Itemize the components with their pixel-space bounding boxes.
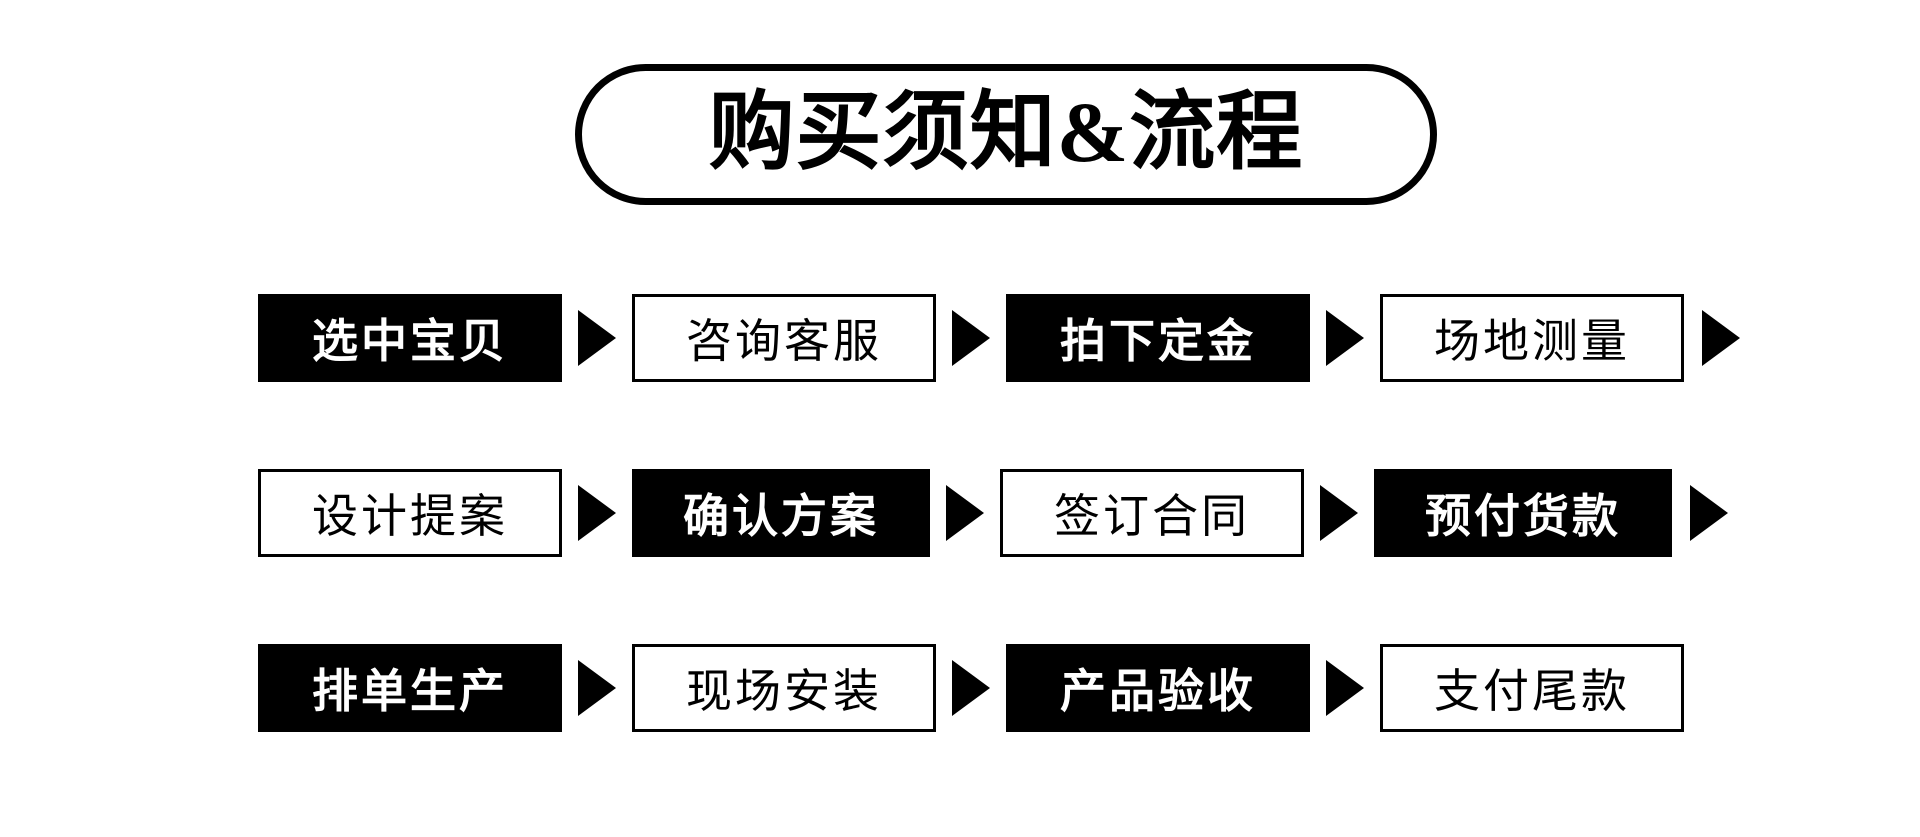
flow-step-prepay-goods[interactable]: 预付货款 — [1374, 469, 1672, 557]
triangle-right-icon — [1326, 310, 1364, 366]
triangle-right-icon-row-end — [1702, 310, 1740, 366]
triangle-right-icon — [578, 310, 616, 366]
flow-row-1: 选中宝贝 咨询客服 拍下定金 场地测量 — [258, 292, 1740, 384]
flow-row-2: 设计提案 确认方案 签订合同 预付货款 — [258, 467, 1728, 559]
flow-step-site-measurement[interactable]: 场地测量 — [1380, 294, 1684, 382]
page-title-pill: 购买须知&流程 — [575, 64, 1437, 205]
triangle-right-icon — [946, 485, 984, 541]
flow-step-contact-support[interactable]: 咨询客服 — [632, 294, 936, 382]
triangle-right-icon — [578, 660, 616, 716]
triangle-right-icon — [952, 310, 990, 366]
flow-step-onsite-installation[interactable]: 现场安装 — [632, 644, 936, 732]
triangle-right-icon — [578, 485, 616, 541]
triangle-right-icon — [952, 660, 990, 716]
flow-step-pay-deposit[interactable]: 拍下定金 — [1006, 294, 1310, 382]
page-title: 购买须知&流程 — [708, 83, 1304, 180]
flow-step-confirm-plan[interactable]: 确认方案 — [632, 469, 930, 557]
flow-step-product-acceptance[interactable]: 产品验收 — [1006, 644, 1310, 732]
triangle-right-icon — [1326, 660, 1364, 716]
flow-row-3: 排单生产 现场安装 产品验收 支付尾款 — [258, 642, 1684, 734]
flow-step-design-proposal[interactable]: 设计提案 — [258, 469, 562, 557]
flow-step-select-item[interactable]: 选中宝贝 — [258, 294, 562, 382]
triangle-right-icon-row-end — [1690, 485, 1728, 541]
flow-step-schedule-production[interactable]: 排单生产 — [258, 644, 562, 732]
flow-step-pay-balance[interactable]: 支付尾款 — [1380, 644, 1684, 732]
triangle-right-icon — [1320, 485, 1358, 541]
flow-step-sign-contract[interactable]: 签订合同 — [1000, 469, 1304, 557]
